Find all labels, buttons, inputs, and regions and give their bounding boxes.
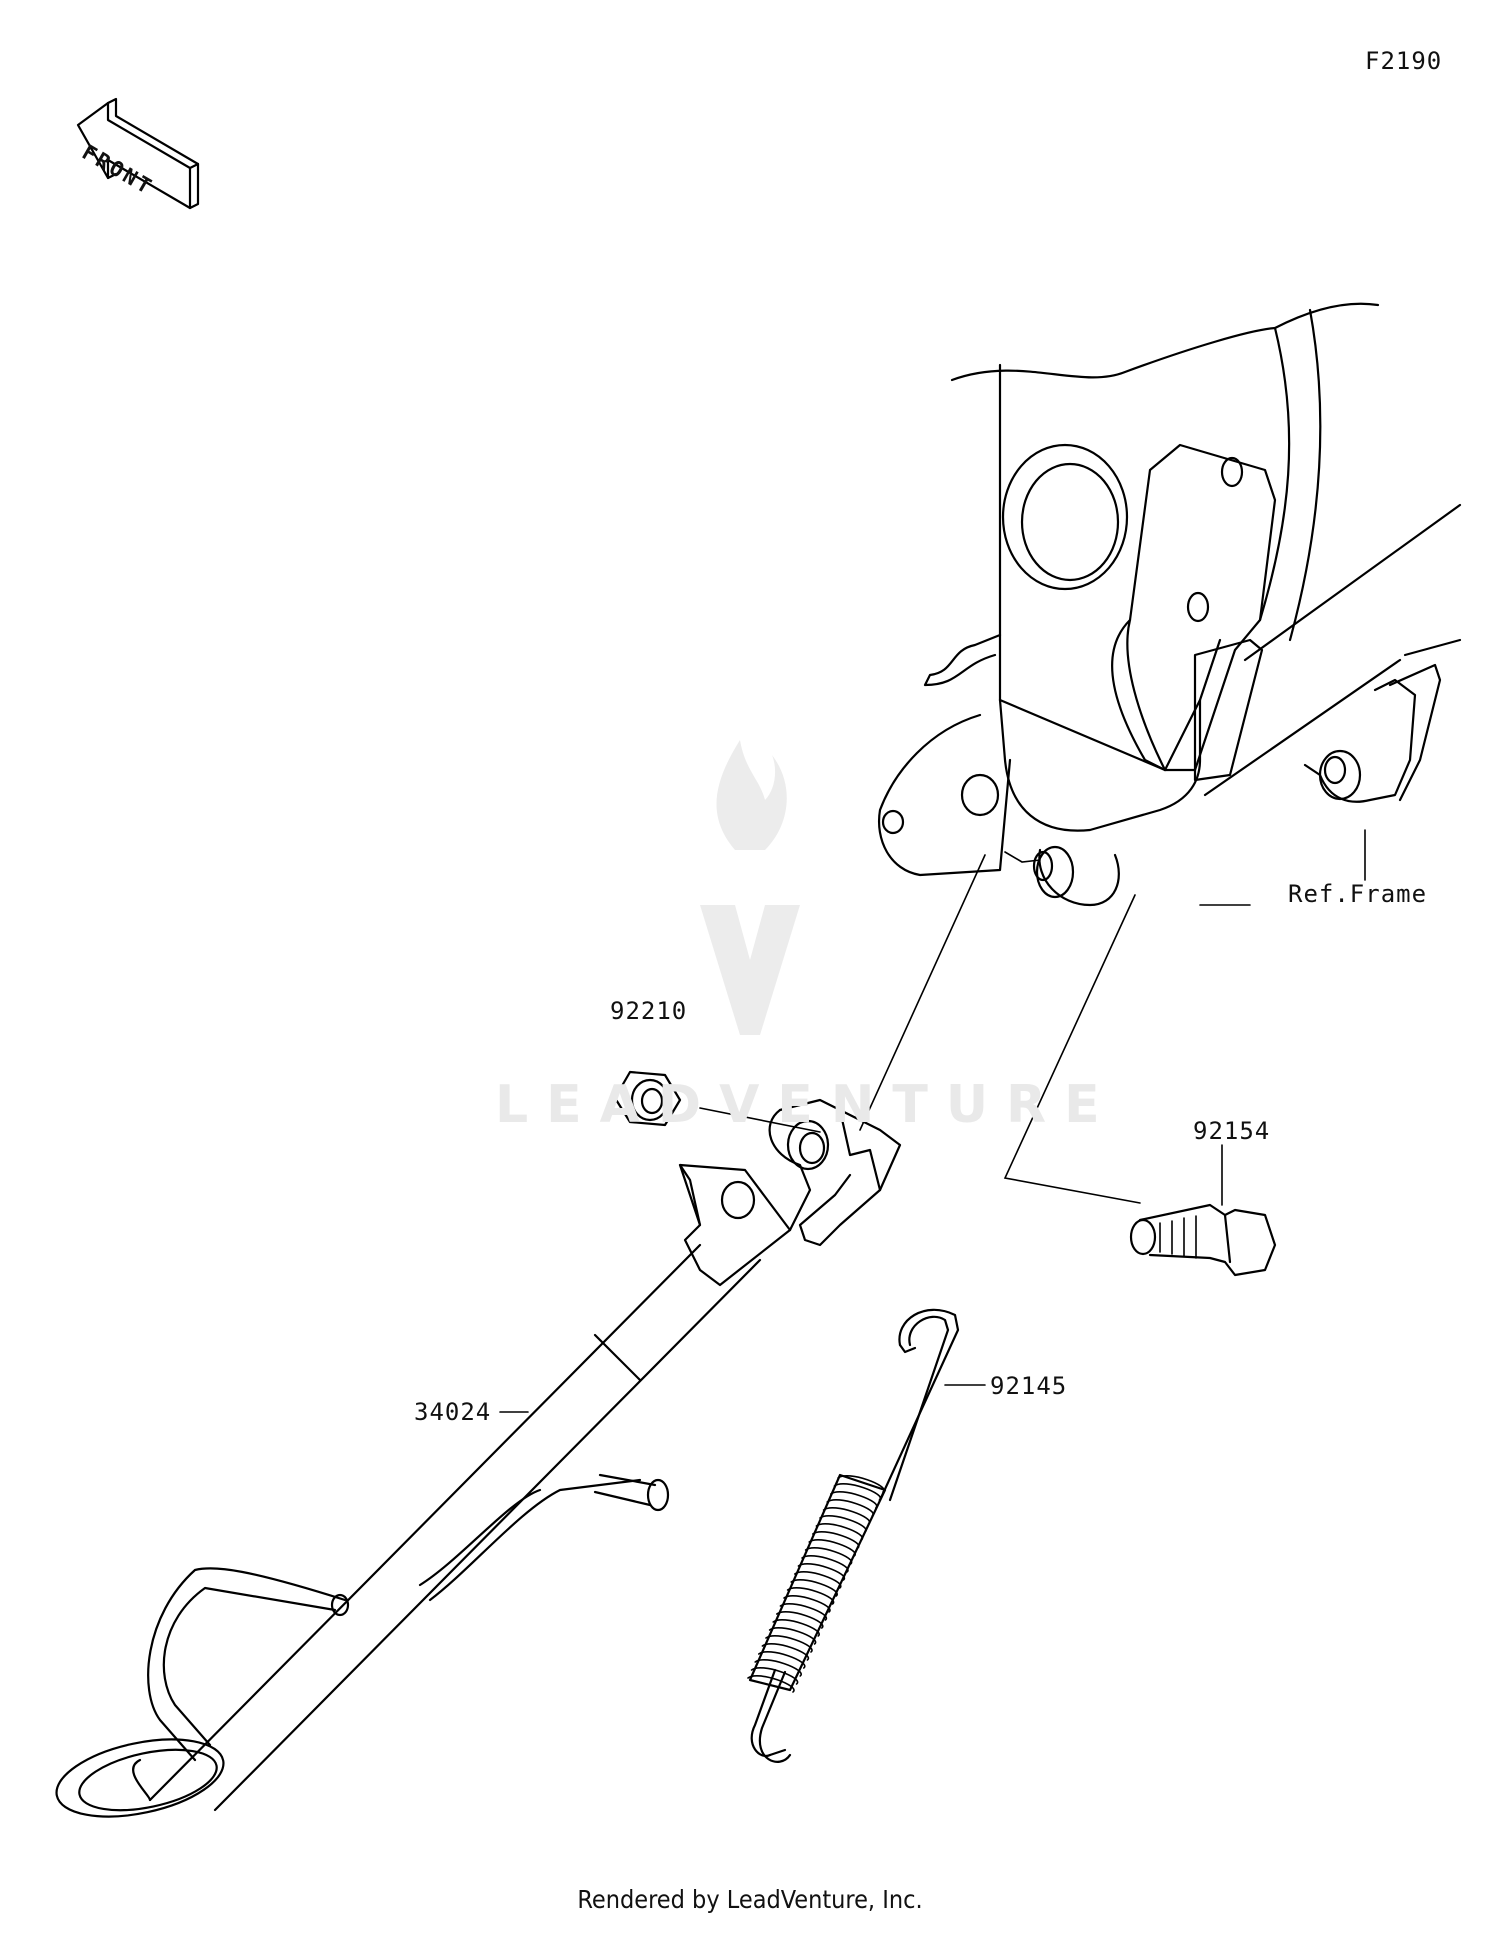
spring-coil bbox=[797, 1563, 846, 1581]
spring-coil bbox=[822, 1507, 871, 1525]
callout-34024[interactable]: 34024 bbox=[414, 1398, 492, 1426]
watermark-logo-icon bbox=[700, 740, 800, 1035]
spring-coils bbox=[747, 1475, 885, 1693]
front-arrow-icon bbox=[76, 97, 200, 210]
spring-coil bbox=[776, 1611, 824, 1629]
spring-coil bbox=[786, 1587, 835, 1605]
callout-92154[interactable]: 92154 bbox=[1193, 1117, 1271, 1145]
spring-coil bbox=[790, 1579, 838, 1597]
callout-frame[interactable]: Ref.Frame bbox=[1288, 880, 1428, 908]
spring-coil bbox=[747, 1675, 795, 1693]
callout-92210[interactable]: 92210 bbox=[610, 997, 688, 1025]
callout-92145[interactable]: 92145 bbox=[990, 1372, 1068, 1400]
spring-coil bbox=[754, 1659, 802, 1677]
spring-coil bbox=[761, 1643, 810, 1661]
spring-coil bbox=[812, 1531, 860, 1549]
spring-coil bbox=[765, 1635, 813, 1653]
spring-coil bbox=[794, 1571, 842, 1589]
spring-coil bbox=[783, 1595, 831, 1613]
nut-part bbox=[613, 1070, 682, 1127]
diagram-id: F2190 bbox=[1365, 47, 1443, 75]
spring-coil bbox=[779, 1603, 828, 1621]
spring-coil bbox=[815, 1523, 864, 1541]
spring-coil bbox=[808, 1539, 856, 1557]
leader-lines bbox=[499, 829, 1366, 1413]
side-stand-part bbox=[55, 1098, 902, 1818]
spring-coil bbox=[830, 1491, 878, 1509]
frame-reference bbox=[877, 302, 1462, 907]
spring-part bbox=[747, 1308, 960, 1763]
footer-credit: Rendered by LeadVenture, Inc. bbox=[577, 1885, 923, 1914]
spring-coil bbox=[837, 1475, 885, 1493]
spring-coil bbox=[750, 1667, 799, 1685]
spring-coil bbox=[758, 1651, 806, 1669]
bolt-part bbox=[1129, 1203, 1277, 1277]
spring-coil bbox=[804, 1547, 853, 1565]
spring-coil bbox=[768, 1627, 817, 1645]
spring-coil bbox=[826, 1499, 874, 1517]
spring-coil bbox=[801, 1555, 849, 1573]
spring-coil bbox=[819, 1515, 867, 1533]
spring-coil bbox=[833, 1483, 882, 1501]
watermark-text: LEADVENTURE bbox=[495, 1075, 1118, 1135]
spring-coil bbox=[772, 1619, 820, 1637]
